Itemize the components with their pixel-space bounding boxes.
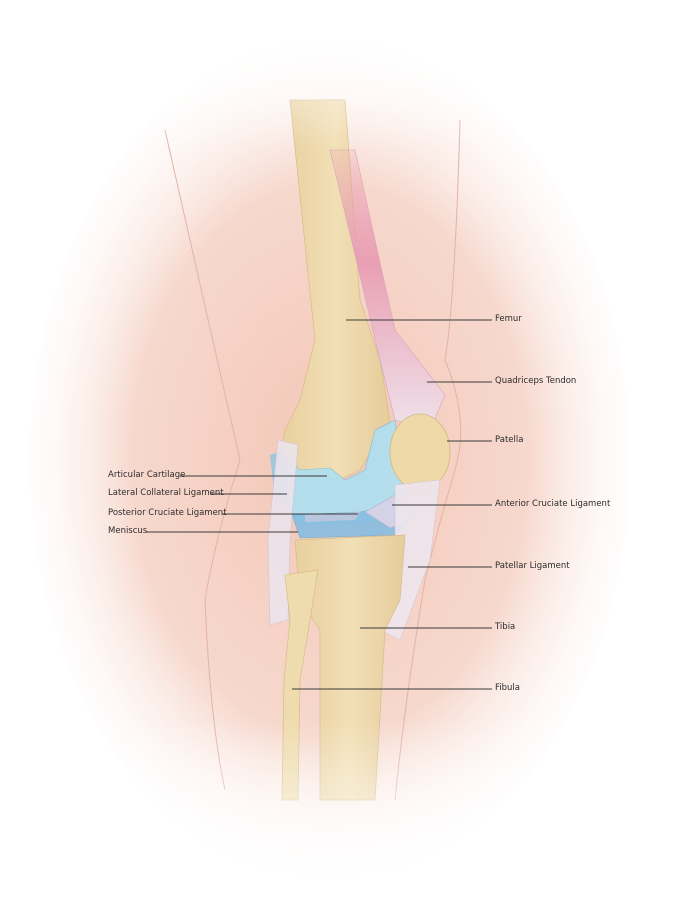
patella-bone	[389, 413, 451, 491]
label-lateral-collateral-ligament: Lateral Collateral Ligament	[108, 488, 224, 498]
label-articular-cartilage: Articular Cartilage	[108, 470, 186, 480]
label-meniscus: Meniscus	[108, 526, 148, 536]
label-quadriceps-tendon: Quadriceps Tendon	[495, 376, 577, 386]
quadriceps-tendon-shape	[329, 149, 446, 431]
label-tibia: Tibia	[495, 622, 516, 632]
label-femur: Femur	[495, 314, 522, 324]
label-anterior-cruciate-ligament: Anterior Cruciate Ligament	[495, 499, 611, 509]
label-patellar-ligament: Patellar Ligament	[495, 561, 570, 571]
label-patella: Patella	[495, 435, 524, 445]
label-posterior-cruciate-ligament: Posterior Cruciate Ligament	[108, 508, 227, 518]
label-fibula: Fibula	[495, 683, 520, 693]
